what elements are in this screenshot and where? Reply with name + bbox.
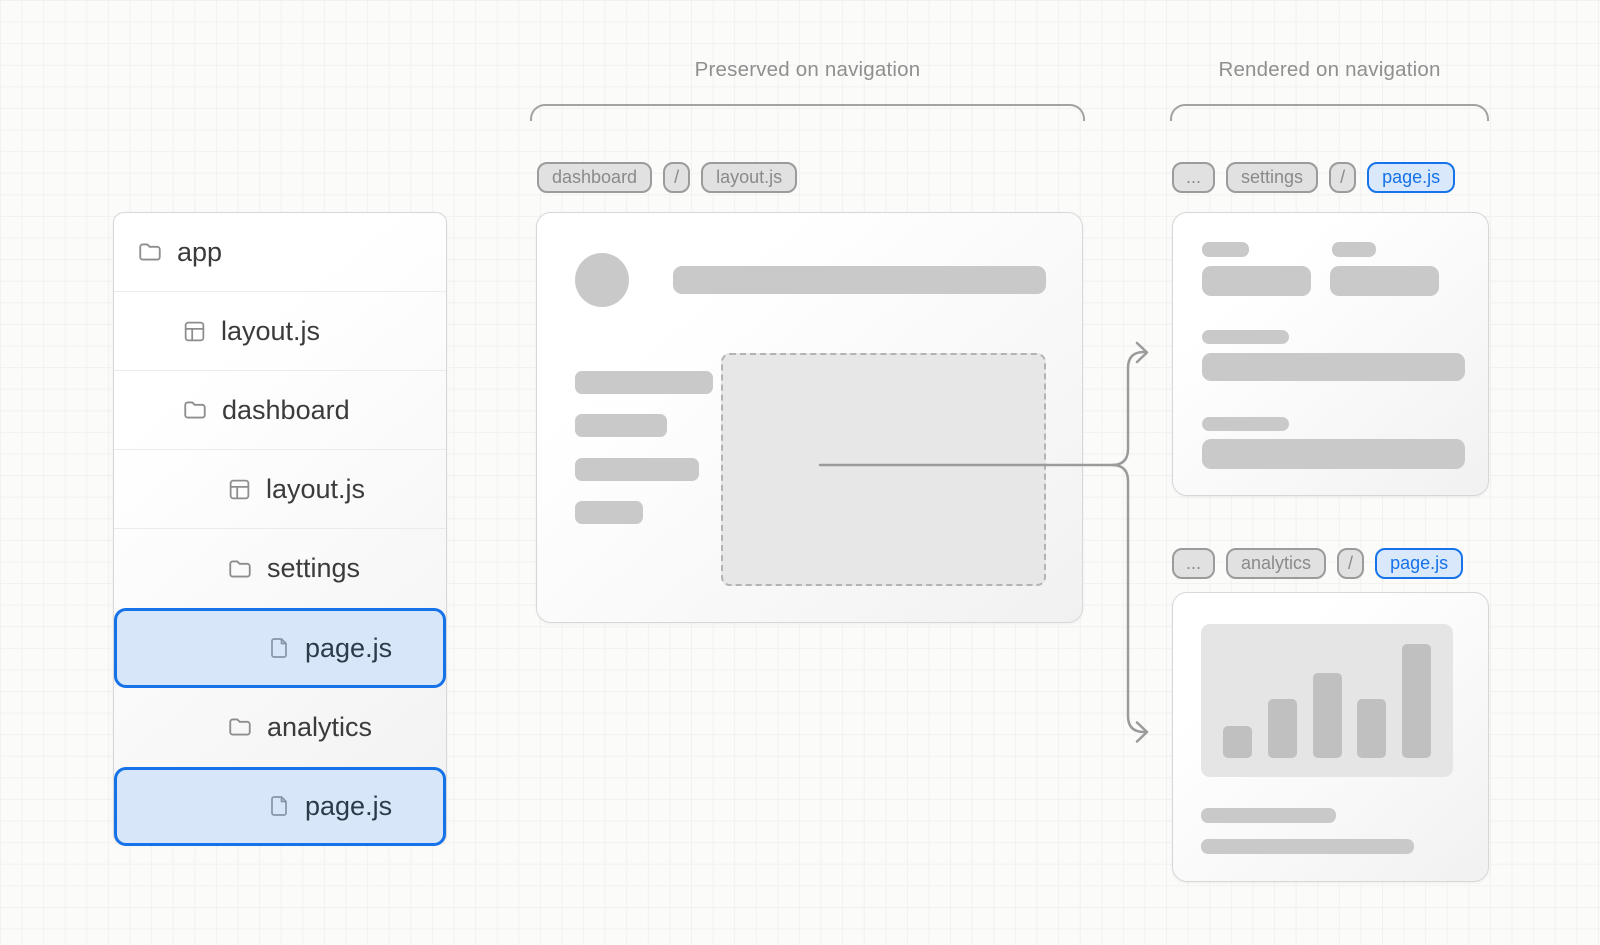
input-placeholder (1202, 439, 1465, 469)
tree-item-label: app (177, 236, 223, 267)
nav-item-placeholder (575, 501, 643, 524)
breadcrumb-settings-route: ... settings / page.js (1172, 162, 1456, 193)
page-slot-placeholder (721, 353, 1046, 586)
tree-item-layout-dashboard[interactable]: layout.js (114, 450, 446, 530)
layout-icon (182, 319, 207, 344)
chart-bar (1312, 673, 1342, 758)
breadcrumb-chip-ellipsis: ... (1172, 162, 1216, 193)
tree-item-label: settings (267, 553, 361, 584)
chart-bar (1267, 699, 1297, 758)
label-placeholder (1202, 242, 1249, 257)
breadcrumb-chip-analytics[interactable]: analytics (1226, 548, 1327, 579)
tree-item-analytics-page-selected[interactable]: page.js (114, 766, 446, 846)
header-bar-placeholder (673, 266, 1046, 294)
layout-icon (227, 477, 252, 502)
breadcrumb-layout-route: dashboard / layout.js (537, 162, 798, 193)
input-placeholder (1202, 266, 1311, 296)
breadcrumb-analytics-route: ... analytics / page.js (1172, 548, 1464, 579)
bar-chart-placeholder (1201, 624, 1453, 777)
folder-icon (182, 397, 208, 423)
arrowhead-down-icon (1135, 721, 1149, 743)
label-placeholder (1202, 417, 1289, 431)
tree-item-label: page.js (305, 632, 393, 663)
chart-bar (1357, 699, 1387, 758)
text-line-placeholder (1201, 808, 1336, 823)
preserved-heading: Preserved on navigation (694, 58, 921, 81)
rendered-bracket (1170, 104, 1489, 121)
chart-bar (1223, 726, 1252, 758)
label-placeholder (1332, 242, 1376, 257)
tree-item-layout-root[interactable]: layout.js (114, 292, 446, 372)
chart-bar (1402, 644, 1431, 758)
tree-item-dashboard[interactable]: dashboard (114, 371, 446, 451)
label-placeholder (1202, 330, 1289, 344)
tree-item-label: layout.js (266, 473, 366, 504)
rendered-heading: Rendered on navigation (1218, 58, 1441, 81)
breadcrumb-chip-slash: / (1329, 162, 1357, 193)
breadcrumb-chip-slash: / (663, 162, 691, 193)
file-tree: app layout.js dashboard layout.js settin (113, 212, 447, 846)
tree-item-label: page.js (305, 790, 393, 821)
nav-item-placeholder (575, 458, 699, 481)
tree-item-settings[interactable]: settings (114, 529, 446, 608)
file-icon (267, 794, 291, 818)
avatar-placeholder (575, 253, 629, 307)
folder-icon (227, 714, 253, 740)
breadcrumb-chip-pagejs[interactable]: page.js (1367, 162, 1456, 193)
nav-item-placeholder (575, 414, 667, 437)
arrowhead-up-icon (1135, 341, 1149, 364)
tree-item-settings-page-selected[interactable]: page.js (114, 608, 446, 688)
breadcrumb-chip-layoutjs[interactable]: layout.js (701, 162, 798, 193)
layout-preview-card (536, 212, 1083, 623)
input-placeholder (1202, 353, 1465, 381)
folder-icon (137, 239, 163, 265)
tree-item-analytics[interactable]: analytics (114, 688, 446, 767)
input-placeholder (1330, 266, 1439, 296)
preserved-bracket (530, 104, 1085, 121)
text-line-placeholder (1201, 839, 1414, 854)
tree-item-label: dashboard (222, 394, 350, 425)
tree-item-label: analytics (267, 711, 373, 742)
breadcrumb-chip-slash: / (1337, 548, 1365, 579)
breadcrumb-chip-dashboard[interactable]: dashboard (537, 162, 653, 193)
folder-icon (227, 556, 253, 582)
breadcrumb-chip-pagejs[interactable]: page.js (1375, 548, 1464, 579)
file-icon (267, 636, 291, 660)
nav-item-placeholder (575, 371, 713, 394)
tree-item-app[interactable]: app (114, 213, 446, 293)
analytics-page-card (1172, 592, 1489, 882)
tree-item-label: layout.js (221, 315, 321, 346)
settings-page-card (1172, 212, 1489, 496)
breadcrumb-chip-settings[interactable]: settings (1226, 162, 1319, 193)
breadcrumb-chip-ellipsis: ... (1172, 548, 1216, 579)
